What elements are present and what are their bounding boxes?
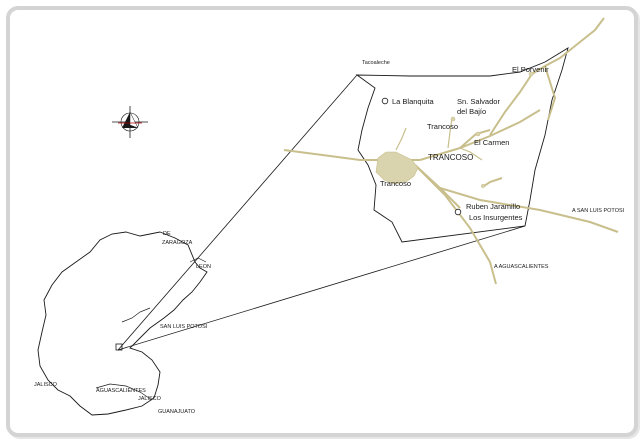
road-porvenir-east bbox=[544, 65, 557, 121]
label-trancoso-town: Trancoso bbox=[380, 179, 411, 188]
label-jalisco: JALISCO bbox=[34, 382, 58, 388]
urban-area-trancoso bbox=[375, 151, 419, 185]
label-zaragoza: ZARAGOZA bbox=[162, 240, 193, 246]
zoom-line-top bbox=[117, 74, 358, 351]
road-aguascalientes bbox=[414, 164, 497, 285]
internal-border bbox=[95, 383, 153, 401]
internal-border bbox=[121, 307, 151, 323]
marker-ruben-jaramillo bbox=[454, 208, 462, 216]
marker-sn-salvador bbox=[450, 116, 456, 122]
label-trancoso-caps: TRANCOSO bbox=[428, 153, 473, 162]
map-frame bbox=[6, 6, 638, 437]
road-branch bbox=[483, 177, 503, 187]
marker-branch bbox=[481, 184, 485, 188]
road-san-luis bbox=[414, 164, 619, 233]
label-aguascalientes: AGUASCALIENTES bbox=[96, 388, 146, 394]
road-northeast bbox=[419, 109, 541, 161]
road-el-porvenir bbox=[489, 65, 546, 136]
label-to-aguascalientes: A AGUASCALIENTES bbox=[494, 264, 549, 270]
zoom-line-bottom bbox=[117, 225, 526, 351]
label-de: DE bbox=[163, 231, 171, 237]
state-outline bbox=[37, 231, 208, 416]
label-leon: LEON bbox=[196, 264, 211, 270]
label-sn-salvador-2: del Bajío bbox=[457, 107, 486, 116]
label-san-luis-potosi: SAN LUIS POTOSI bbox=[160, 324, 208, 330]
label-ruben-jaramillo: Ruben Jaramillo bbox=[466, 202, 520, 211]
municipality-outline bbox=[355, 47, 569, 243]
road-north-exit bbox=[544, 17, 605, 67]
label-la-blanquita: La Blanquita bbox=[392, 97, 435, 106]
compass-rose-icon bbox=[112, 106, 148, 138]
marker-el-porvenir bbox=[528, 71, 534, 77]
minor-roads bbox=[395, 117, 483, 161]
roads bbox=[283, 17, 619, 285]
label-el-carmen: El Carmen bbox=[474, 138, 509, 147]
marker-el-carmen bbox=[475, 131, 481, 137]
label-tacoaleche: Tacoaleche bbox=[362, 60, 390, 66]
label-los-insurgentes: Los Insurgentes bbox=[469, 213, 523, 222]
label-jalisco-2: JALISCO bbox=[138, 396, 162, 402]
label-to-san-luis: A SAN LUIS POTOSI bbox=[572, 208, 625, 214]
locator-marker bbox=[115, 343, 123, 351]
label-trancoso-small: Trancoso bbox=[427, 122, 458, 131]
marker-la-blanquita bbox=[381, 97, 389, 105]
label-sn-salvador-1: Sn. Salvador bbox=[457, 97, 500, 106]
label-el-porvenir: El Porvenir bbox=[512, 65, 549, 74]
label-guanajuato: GUANAJUATO bbox=[158, 409, 196, 415]
internal-border bbox=[189, 257, 207, 263]
road-ruben bbox=[439, 187, 461, 209]
